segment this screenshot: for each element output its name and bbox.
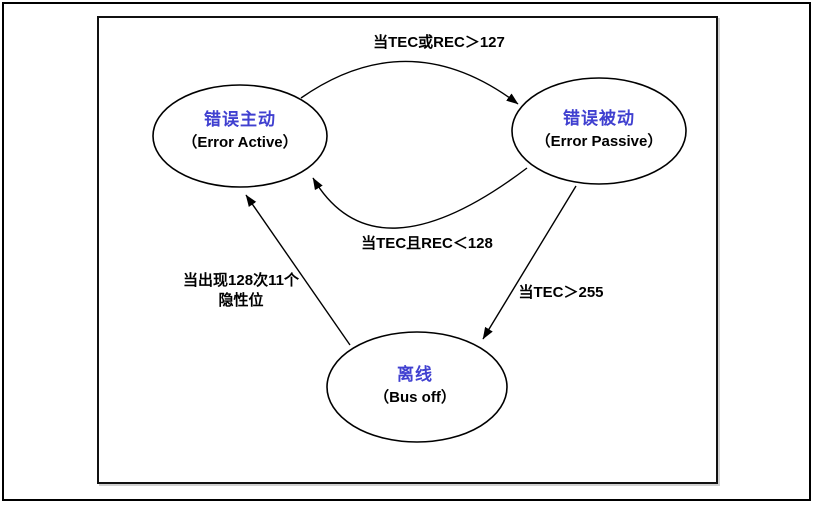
state-name-zh-error-active: 错误主动 <box>203 110 276 129</box>
edge-label-busoff-to-active: 当出现128次11个 隐性位 <box>183 271 299 311</box>
arrow-passive-to-active <box>312 167 528 229</box>
arrow-passive-to-busoff <box>482 185 577 340</box>
state-label-bus-off: 离线 （Bus off） <box>374 363 456 409</box>
state-name-en-bus-off: （Bus off） <box>374 389 456 406</box>
edge-label-active-to-passive: 当TEC或REC＞127 <box>373 34 505 51</box>
state-label-error-passive: 错误被动 （Error Passive） <box>536 107 663 153</box>
arrow-active-to-passive <box>300 60 519 105</box>
state-name-en-error-active: （Error Active） <box>182 134 298 151</box>
edge-label-passive-to-busoff: 当TEC＞255 <box>518 284 604 301</box>
edge-label-passive-to-active: 当TEC且REC＜128 <box>361 235 493 252</box>
edge-label-busoff-to-active-line2: 隐性位 <box>218 292 264 309</box>
state-ellipse-error-passive <box>511 77 687 185</box>
state-name-zh-bus-off: 离线 <box>396 365 433 384</box>
arrow-busoff-to-active <box>245 194 351 346</box>
state-ellipse-bus-off <box>326 331 508 443</box>
state-name-en-error-passive: （Error Passive） <box>535 133 663 150</box>
edge-label-busoff-to-active-line1: 当出现128次11个 <box>183 272 299 289</box>
state-name-zh-error-passive: 错误被动 <box>562 109 635 128</box>
state-label-error-active: 错误主动 （Error Active） <box>182 108 297 154</box>
state-ellipse-error-active <box>152 84 328 188</box>
